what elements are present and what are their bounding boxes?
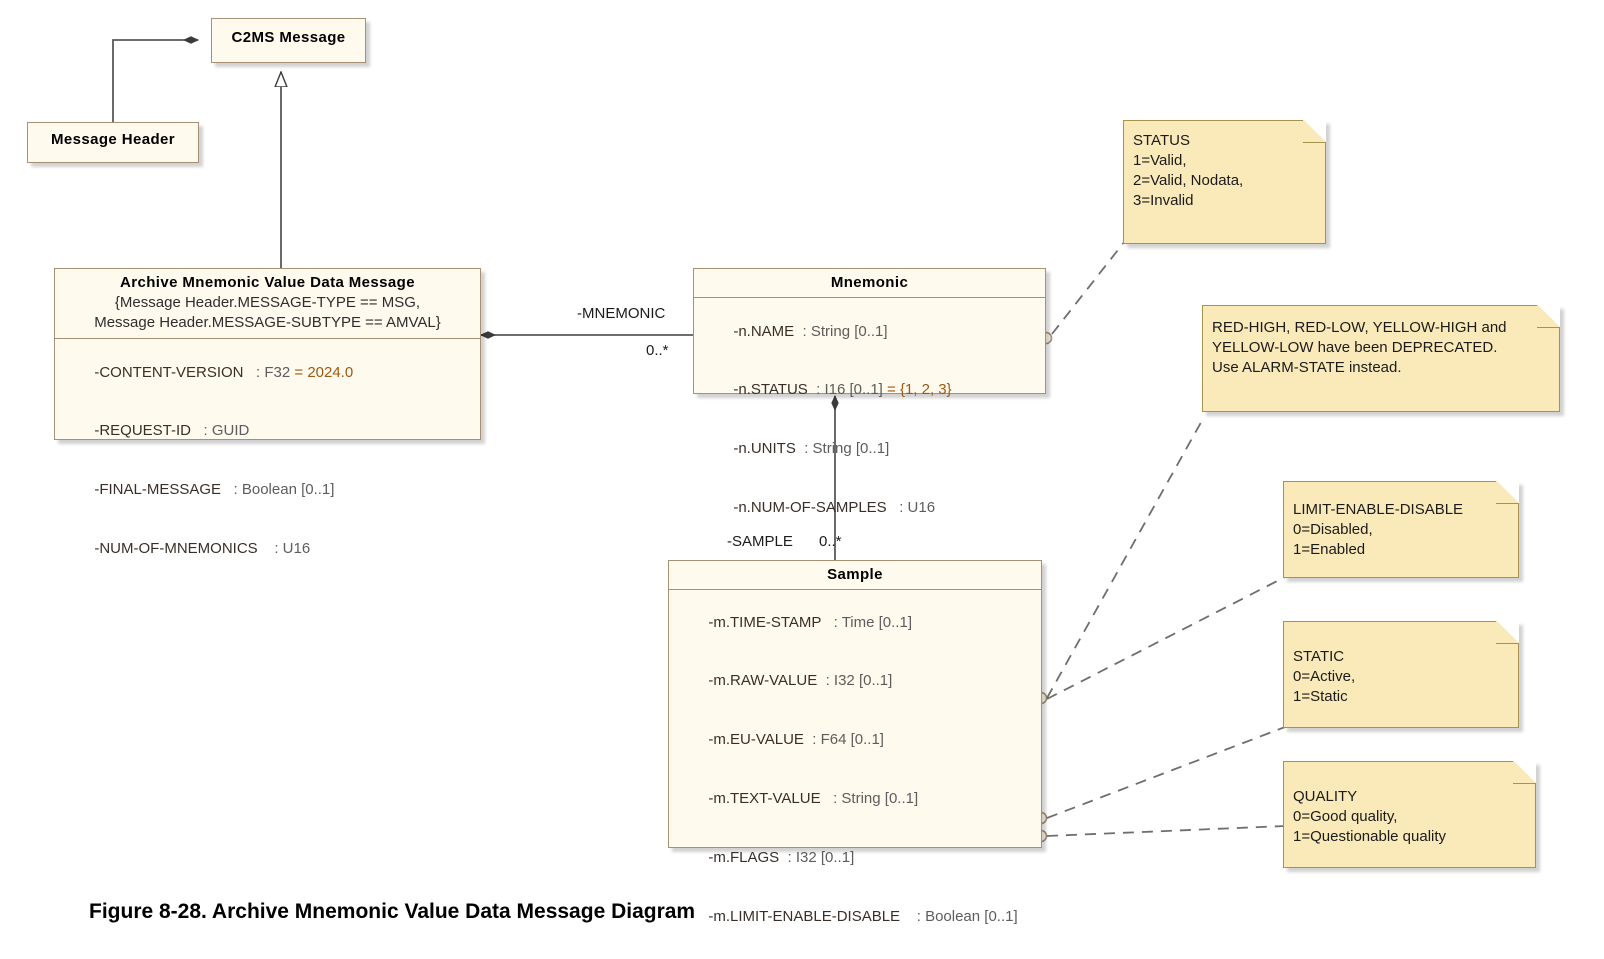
note-fold-icon (1537, 304, 1560, 328)
attribute-type: : F64 [0..1] (803, 731, 884, 749)
attribute-name: -m.RAW-VALUE (708, 672, 818, 690)
attribute-row: -n.NUM-OF-SAMPLES : U16 (700, 478, 1041, 537)
attribute-type: : Time [0..1] (821, 613, 912, 631)
attribute-row: -m.LIMIT-ENABLE-DISABLE : Boolean [0..1] (675, 887, 1037, 946)
note-link-deprecated (1046, 416, 1205, 699)
note-link-quality (1046, 825, 1286, 837)
note-deprecated[interactable]: RED-HIGH, RED-LOW, YELLOW-HIGH and YELLO… (1202, 304, 1560, 412)
note-body: QUALITY 0=Good quality, 1=Questionable q… (1293, 788, 1447, 845)
attribute-name: -NUM-OF-MNEMONICS (94, 539, 258, 557)
edge-label-mnemonic-role: -MNEMONIC (577, 305, 666, 322)
attribute-type: : String [0..1] (795, 440, 890, 458)
attribute-type: : I16 [0..1] (807, 381, 883, 399)
attribute-row: -m.EU-VALUE : F64 [0..1] (675, 711, 1037, 770)
attribute-row: -n.STATUS : I16 [0..1] = {1, 2, 3} (700, 361, 1041, 420)
attribute-name: -n.NAME (733, 322, 795, 340)
attribute-name: -m.FLAGS (708, 848, 780, 866)
attribute-type: : F32 (243, 363, 291, 381)
class-c2ms-message[interactable]: C2MS Message (211, 18, 366, 63)
attribute-row: -m.TEXT-VALUE : String [0..1] (675, 769, 1037, 828)
connector-messageheader-to-c2ms (112, 36, 199, 128)
attribute-row: -m.TIME-STAMP : Time [0..1] (675, 593, 1037, 652)
class-attribute-list: -CONTENT-VERSION : F32 = 2024.0 -REQUEST… (55, 339, 480, 584)
attribute-name: -REQUEST-ID (94, 422, 192, 440)
note-static[interactable]: STATIC 0=Active, 1=Static (1283, 620, 1519, 728)
edge-label-sample-role: -SAMPLE (727, 533, 793, 550)
note-quality[interactable]: QUALITY 0=Good quality, 1=Questionable q… (1283, 760, 1536, 868)
attribute-name: -m.TEXT-VALUE (708, 789, 821, 807)
class-title: C2MS Message (231, 29, 346, 46)
attribute-name: -FINAL-MESSAGE (94, 481, 222, 499)
class-message-header[interactable]: Message Header (27, 122, 199, 163)
attribute-name: -m.LIMIT-ENABLE-DISABLE (708, 907, 901, 925)
attribute-type: : String [0..1] (794, 322, 888, 340)
note-limit-enable-disable[interactable]: LIMIT-ENABLE-DISABLE 0=Disabled, 1=Enabl… (1283, 480, 1519, 578)
edge-label-mnemonic-multiplicity: 0..* (646, 342, 669, 359)
class-title: Mnemonic (830, 274, 909, 291)
class-attribute-list: -n.NAME : String [0..1] -n.STATUS : I16 … (694, 298, 1045, 543)
attribute-name: -n.NUM-OF-SAMPLES (733, 498, 887, 516)
class-sample[interactable]: Sample -m.TIME-STAMP : Time [0..1] -m.RA… (668, 560, 1042, 925)
attribute-row: -m.RAW-VALUE : I32 [0..1] (675, 652, 1037, 711)
class-header: Archive Mnemonic Value Data Message {Mes… (55, 269, 480, 339)
note-body: RED-HIGH, RED-LOW, YELLOW-HIGH and YELLO… (1212, 319, 1507, 376)
class-header: Mnemonic (694, 269, 1045, 298)
note-link-limit-enable-disable (1046, 576, 1286, 700)
class-attribute-list: -m.TIME-STAMP : Time [0..1] -m.RAW-VALUE… (669, 590, 1041, 959)
attribute-type: : U16 (257, 539, 311, 557)
attribute-row: -REQUEST-ID : GUID (61, 402, 476, 461)
attribute-row: -NUM-OF-MNEMONICS : U16 (61, 519, 476, 578)
note-link-static (1046, 726, 1286, 819)
attribute-type: : I32 [0..1] (779, 848, 855, 866)
attribute-default: = 2024.0 (290, 363, 354, 381)
attribute-type: : Boolean [0..1] (221, 481, 335, 499)
note-fold-icon (1513, 760, 1536, 784)
attribute-row: -m.FLAGS : I32 [0..1] (675, 828, 1037, 887)
note-fold-icon (1496, 620, 1519, 644)
attribute-row: -m.RED-HIGH : Boolean [0..1] (675, 946, 1037, 959)
class-title: Message Header (51, 131, 175, 148)
note-body: STATUS 1=Valid, 2=Valid, Nodata, 3=Inval… (1133, 132, 1244, 209)
edge-label-sample-multiplicity: 0..* (819, 533, 842, 550)
attribute-name: -CONTENT-VERSION (94, 363, 244, 381)
attribute-type: : GUID (191, 422, 250, 440)
class-constraint-line-2: Message Header.MESSAGE-SUBTYPE == AMVAL} (94, 314, 441, 331)
class-header: C2MS Message (212, 19, 365, 53)
class-header: Sample (669, 561, 1041, 590)
attribute-name: -m.EU-VALUE (708, 731, 804, 749)
note-body: LIMIT-ENABLE-DISABLE 0=Disabled, 1=Enabl… (1293, 501, 1464, 558)
class-mnemonic[interactable]: Mnemonic -n.NAME : String [0..1] -n.STAT… (693, 268, 1046, 516)
attribute-row: -n.NAME : String [0..1] (700, 302, 1041, 361)
attribute-name: -m.TIME-STAMP (708, 613, 822, 631)
class-header: Message Header (28, 123, 198, 155)
class-archive-mnemonic-value-data-message[interactable]: Archive Mnemonic Value Data Message {Mes… (54, 268, 481, 557)
attribute-row: -n.UNITS : String [0..1] (700, 420, 1041, 479)
class-constraint-line-1: {Message Header.MESSAGE-TYPE == MSG, (114, 294, 421, 311)
attribute-row: -CONTENT-VERSION : F32 = 2024.0 (61, 343, 476, 402)
note-body: STATIC 0=Active, 1=Static (1293, 648, 1356, 705)
note-fold-icon (1496, 480, 1519, 504)
attribute-type: : Boolean [0..1] (900, 907, 1018, 925)
figure-caption: Figure 8-28. Archive Mnemonic Value Data… (89, 900, 696, 923)
note-link-status (1051, 240, 1126, 335)
attribute-type: : I32 [0..1] (817, 672, 893, 690)
attribute-row: -FINAL-MESSAGE : Boolean [0..1] (61, 461, 476, 520)
class-title: Archive Mnemonic Value Data Message (120, 274, 415, 291)
attribute-type: : String [0..1] (820, 789, 919, 807)
attribute-type: : U16 (886, 498, 936, 516)
attribute-name: -n.UNITS (733, 440, 796, 458)
note-fold-icon (1303, 119, 1326, 143)
class-title: Sample (827, 566, 883, 583)
attribute-name: -n.STATUS (733, 381, 808, 399)
note-status[interactable]: STATUS 1=Valid, 2=Valid, Nodata, 3=Inval… (1123, 119, 1326, 244)
attribute-default: = {1, 2, 3} (882, 381, 952, 399)
